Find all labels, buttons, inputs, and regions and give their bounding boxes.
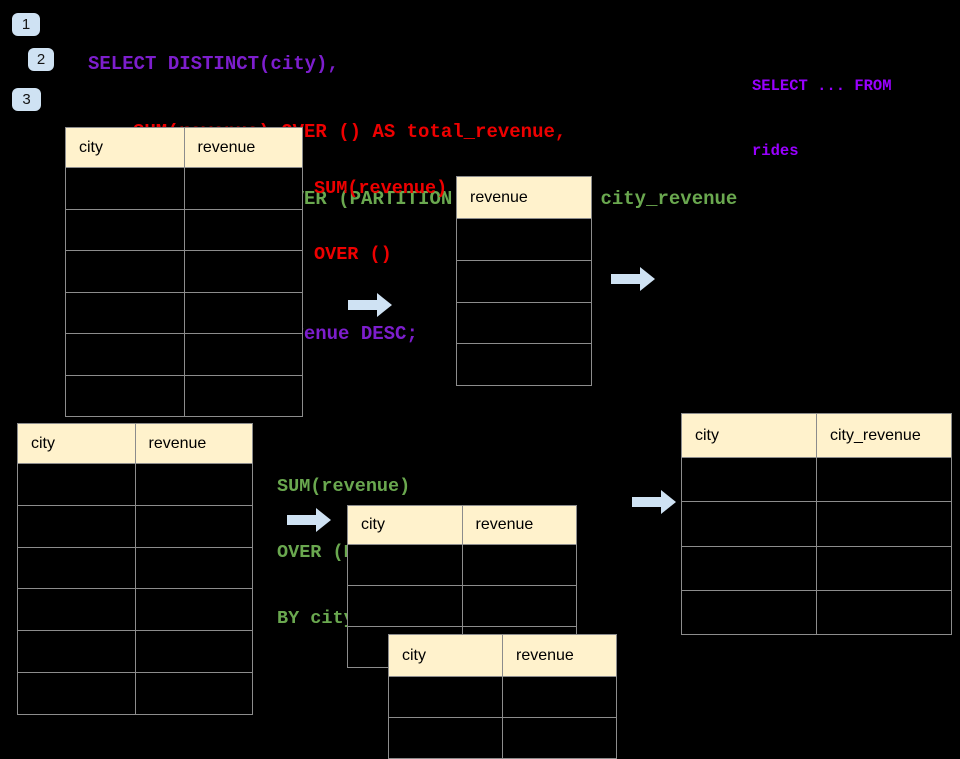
- table-cell: [816, 545, 952, 591]
- table-cell: [816, 456, 952, 503]
- step-badge-3: 3: [12, 88, 41, 111]
- column-header: revenue: [461, 505, 577, 545]
- table-cell: [461, 585, 577, 627]
- table-cell: [681, 456, 817, 503]
- table-cell: [456, 259, 592, 303]
- column-header: city: [65, 127, 185, 168]
- table-cell: [134, 630, 253, 673]
- table-row: [17, 671, 253, 715]
- column-header: city: [388, 634, 503, 677]
- column-header: revenue: [183, 127, 303, 168]
- table-cell: [456, 343, 592, 387]
- table-cell: [65, 208, 185, 251]
- column-header: city_revenue: [816, 413, 952, 458]
- table-cell: [134, 671, 253, 715]
- table-cell: [347, 544, 463, 586]
- table-cell: [134, 546, 253, 590]
- table-cell: [17, 671, 136, 715]
- table-cell: [456, 218, 592, 261]
- label-line: SUM(revenue): [314, 178, 448, 199]
- table-cell: [65, 250, 185, 293]
- table-cell: [388, 676, 503, 718]
- step-badge-2: 2: [28, 48, 54, 71]
- table-row: [17, 504, 253, 548]
- table-row: [65, 250, 303, 293]
- table-row: [65, 291, 303, 334]
- table-cell: [456, 301, 592, 345]
- column-header: revenue: [134, 423, 253, 464]
- table-cell: [183, 333, 303, 376]
- table-cell: [388, 717, 503, 759]
- arrow-right-icon: [287, 508, 331, 532]
- table-row: [681, 589, 952, 636]
- column-header: city: [17, 423, 136, 464]
- table-row: [388, 676, 617, 718]
- table-cell: [65, 333, 185, 376]
- label-line: OVER (): [314, 244, 392, 265]
- table-cell: [17, 630, 136, 673]
- column-header: city: [681, 413, 817, 458]
- column-header: revenue: [502, 634, 617, 677]
- table-row: [347, 585, 577, 627]
- arrow-right-icon: [611, 267, 655, 291]
- note-line: rides: [752, 141, 799, 160]
- sql-line-select: SELECT DISTINCT(city),: [88, 53, 339, 75]
- table-row: [65, 374, 303, 417]
- table-cell: [183, 208, 303, 251]
- select-from-rides-note: SELECT ... FROM rides: [752, 33, 892, 184]
- table-cell: [134, 504, 253, 548]
- table-cell: [183, 291, 303, 334]
- table-cell: [134, 463, 253, 506]
- column-header: revenue: [456, 176, 592, 219]
- table-cell: [502, 676, 617, 718]
- table-row: [65, 208, 303, 251]
- arrow-right-icon: [348, 293, 392, 317]
- table-row: [65, 333, 303, 376]
- table-cell: [681, 501, 817, 547]
- table-cell: [816, 501, 952, 547]
- table-row: [17, 546, 253, 590]
- step-badge-1: 1: [12, 13, 40, 36]
- table-row: [456, 259, 592, 303]
- table-cell: [17, 588, 136, 632]
- table-row: [681, 501, 952, 547]
- total-revenue-window-label: SUM(revenue) OVER (): [314, 134, 447, 288]
- column-header: city: [347, 505, 463, 545]
- table-row: [456, 218, 592, 261]
- table-cell: [183, 374, 303, 417]
- table-cell: [65, 374, 185, 417]
- table-row: [65, 167, 303, 210]
- table-cell: [502, 717, 617, 759]
- table-cell: [816, 589, 952, 636]
- table-cell: [65, 167, 185, 210]
- table-cell: [65, 291, 185, 334]
- table-row: [347, 544, 577, 586]
- table-cell: [134, 588, 253, 632]
- table-cell: [461, 544, 577, 586]
- table-cell: [17, 463, 136, 506]
- table-cell: [681, 589, 817, 636]
- table-row: [388, 717, 617, 759]
- table-cell: [681, 545, 817, 591]
- table-cell: [347, 585, 463, 627]
- table-cell: [183, 167, 303, 210]
- table-cell: [17, 546, 136, 590]
- table-cell: [183, 250, 303, 293]
- table-row: [17, 463, 253, 506]
- arrow-right-icon: [632, 490, 676, 514]
- table-row: [681, 545, 952, 591]
- table-row: [17, 588, 253, 632]
- label-line: SUM(revenue): [277, 476, 411, 497]
- table-row: [681, 456, 952, 503]
- table-row: [17, 630, 253, 673]
- note-line: SELECT ... FROM: [752, 77, 892, 95]
- table-row: [456, 301, 592, 345]
- table-cell: [17, 504, 136, 548]
- table-total-revenue-result: revenue: [456, 176, 592, 387]
- table-row: [456, 343, 592, 387]
